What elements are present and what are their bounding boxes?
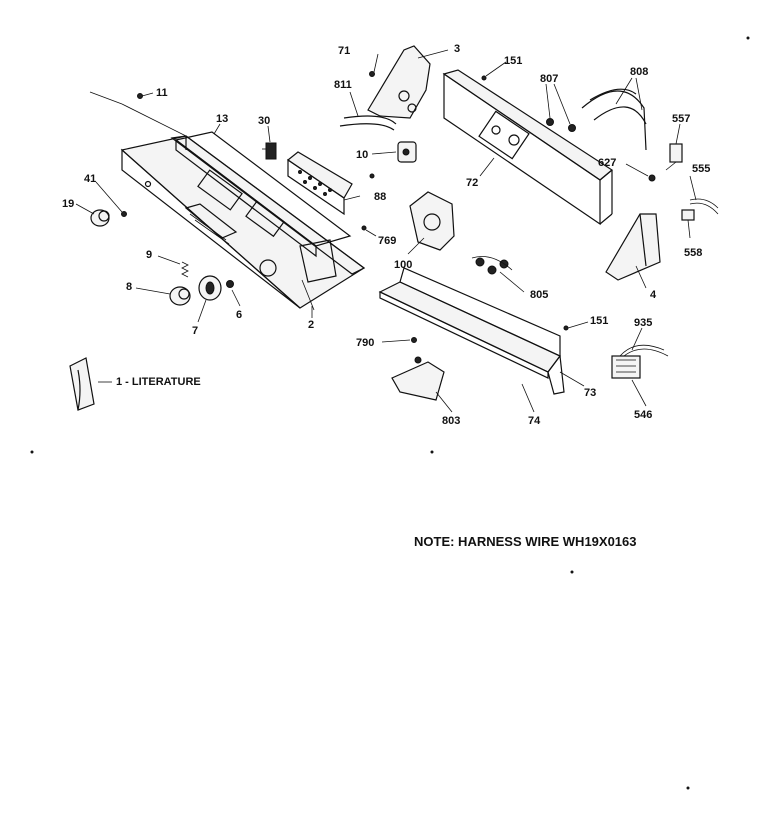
label-13: 13 (216, 113, 228, 125)
grommet-807a (546, 118, 554, 126)
label-8: 8 (126, 281, 132, 293)
label-2: 2 (308, 319, 314, 331)
knob-8 (169, 286, 191, 306)
label-805: 805 (530, 289, 548, 301)
label-546: 546 (634, 409, 652, 421)
label-557: 557 (672, 113, 690, 125)
label-4: 4 (650, 289, 657, 301)
timer-100 (409, 191, 455, 251)
label-151-bottom: 151 (590, 315, 608, 327)
label-151-top: 151 (504, 55, 522, 67)
clip-6 (226, 280, 234, 288)
scan-speck (570, 570, 574, 574)
scan-speck (686, 786, 690, 790)
label-7: 7 (192, 325, 198, 337)
leader-lines (75, 49, 697, 413)
knob-19 (90, 209, 110, 227)
panel-frame (174, 131, 352, 311)
spring-9 (181, 261, 189, 278)
screw-71 (369, 71, 375, 77)
label-808: 808 (630, 66, 648, 78)
label-30: 30 (258, 115, 270, 127)
label-71: 71 (338, 45, 350, 57)
label-9: 9 (146, 249, 152, 261)
label-11: 11 (156, 87, 168, 99)
bracket-3 (367, 45, 431, 119)
label-769: 769 (378, 235, 396, 247)
label-41: 41 (84, 173, 96, 185)
screw-151-bottom (563, 325, 569, 331)
end-cap-4 (605, 213, 661, 281)
bracket-803 (391, 356, 445, 401)
label-811: 811 (334, 79, 352, 91)
label-100: 100 (394, 259, 412, 271)
label-10: 10 (356, 149, 368, 161)
screw-151-top (481, 75, 487, 81)
label-807: 807 (540, 73, 558, 85)
control-panel-front (120, 135, 366, 309)
dial-7 (198, 275, 222, 301)
label-3: 3 (454, 43, 460, 55)
switch-30 (262, 142, 277, 160)
label-790: 790 (356, 337, 374, 349)
label-73: 73 (584, 387, 596, 399)
label-555: 555 (692, 163, 710, 175)
board-88 (286, 151, 353, 216)
screw-11 (137, 93, 143, 99)
switch-557 (665, 143, 683, 171)
label-74: 74 (528, 415, 541, 427)
scan-speck (746, 36, 750, 40)
label-6: 6 (236, 309, 242, 321)
label-72: 72 (466, 177, 478, 189)
grommet-807b (568, 124, 576, 132)
connector-546 (611, 355, 641, 379)
part-labels: 11 13 30 41 19 9 8 7 6 2 1 - LITERATURE … (62, 43, 710, 427)
clip-627 (648, 174, 656, 182)
harness-wire-note: NOTE: HARNESS WIRE WH19X0163 (414, 534, 637, 549)
label-935: 935 (634, 317, 652, 329)
screw-88 (369, 173, 375, 179)
scan-speck (30, 450, 34, 454)
trim-74 (379, 291, 549, 379)
valve-10 (397, 141, 417, 163)
label-803: 803 (442, 415, 460, 427)
harness-805 (471, 256, 513, 275)
screw-769 (361, 225, 367, 231)
rear-panel-72 (442, 69, 614, 226)
screw-790 (411, 337, 417, 343)
wire-555 (689, 198, 719, 215)
label-88: 88 (374, 191, 386, 203)
label-558: 558 (684, 247, 702, 259)
label-1-literature: 1 - LITERATURE (116, 376, 201, 388)
connector-558 (681, 209, 695, 221)
scan-speck (430, 450, 434, 454)
label-19: 19 (62, 198, 74, 210)
wires-935 (619, 344, 669, 357)
hose-808 (581, 88, 647, 151)
hose-811 (339, 115, 397, 131)
literature-booklet (69, 357, 95, 411)
spring-41 (121, 211, 127, 217)
label-627: 627 (598, 157, 616, 169)
